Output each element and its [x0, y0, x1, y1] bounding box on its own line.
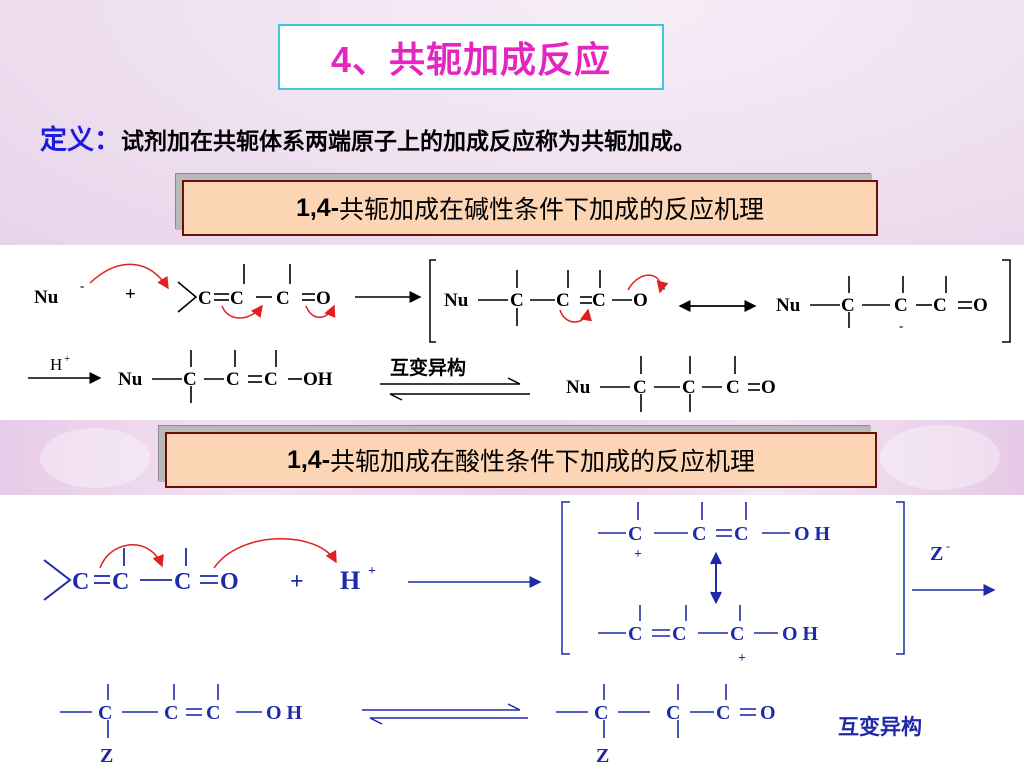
svg-text:-: - — [946, 539, 950, 553]
svg-text:C: C — [628, 523, 642, 545]
svg-text:C: C — [692, 523, 706, 545]
svg-text:C: C — [841, 295, 855, 316]
svg-text:Nu: Nu — [776, 295, 801, 316]
svg-text:C: C — [206, 702, 220, 724]
svg-text:C: C — [933, 295, 947, 316]
svg-text:O H: O H — [794, 523, 831, 545]
svg-text:C: C — [264, 369, 278, 390]
nucleophile-attack-arrow: Z - — [912, 539, 996, 596]
svg-text:C: C — [628, 623, 642, 645]
resonance-arrow — [710, 551, 722, 605]
basic-mechanism-prefix: 1,4- — [295, 193, 340, 222]
svg-text:C: C — [174, 569, 191, 595]
definition-line: 定义：试剂加在共轭体系两端原子上的加成反应称为共轭加成。 — [40, 118, 696, 157]
acid-keto-product: C C C O Z — [556, 684, 776, 767]
acid-enone-reactant: C C C O — [43, 537, 337, 601]
bracket-left — [561, 501, 570, 655]
svg-text:C: C — [98, 702, 112, 724]
svg-text:Z: Z — [930, 543, 943, 565]
svg-text:C: C — [112, 569, 129, 595]
svg-text:O: O — [760, 702, 776, 724]
protonation-arrow: H + — [28, 353, 102, 384]
svg-text:互变异构: 互变异构 — [390, 356, 466, 379]
tautomerism-equilibrium: 互变异构 — [380, 356, 530, 401]
svg-text:C: C — [726, 377, 740, 398]
svg-text:C: C — [672, 623, 686, 645]
bracket-left — [429, 259, 436, 343]
svg-text:O: O — [973, 295, 988, 316]
svg-text:H: H — [50, 355, 62, 374]
bracket-right — [1002, 259, 1011, 343]
plus-sign: + — [290, 569, 304, 595]
electron-push-arrows — [89, 263, 336, 319]
svg-text:+: + — [368, 564, 376, 579]
svg-text:OH: OH — [303, 369, 333, 390]
atom-c: C — [230, 288, 244, 309]
svg-text:+: + — [64, 353, 70, 365]
svg-text:C: C — [716, 702, 730, 724]
svg-text:C: C — [183, 369, 197, 390]
svg-text:C: C — [633, 377, 647, 398]
svg-text:H: H — [340, 566, 360, 595]
svg-text:+: + — [738, 651, 746, 666]
atom-c: C — [198, 288, 212, 309]
svg-text:C: C — [682, 377, 696, 398]
svg-text:+: + — [634, 547, 642, 562]
oxocarbenium-resonance-2: C C C O H + — [598, 605, 819, 666]
enone-reactant — [177, 264, 315, 313]
plus-sign: + — [125, 284, 136, 305]
svg-text:C: C — [510, 290, 524, 311]
acid-tautomerism-arrows — [362, 703, 528, 725]
svg-text:O H: O H — [266, 702, 303, 724]
slide-title: 4、共轭加成反应 — [278, 24, 664, 90]
definition-term: 定义： — [40, 125, 121, 155]
svg-text:C: C — [226, 369, 240, 390]
bracket-right — [896, 501, 905, 655]
acid-mechanism-prefix: 1,4- — [286, 445, 331, 474]
svg-text:O: O — [633, 290, 648, 311]
svg-text:C: C — [730, 623, 744, 645]
svg-text:Nu: Nu — [34, 287, 59, 308]
svg-text:O H: O H — [782, 623, 819, 645]
svg-text:C: C — [594, 702, 608, 724]
svg-text:C: C — [164, 702, 178, 724]
svg-text:C: C — [556, 290, 570, 311]
svg-text:Nu: Nu — [444, 290, 469, 311]
acid-tautomerism-label: 互变异构 — [838, 715, 922, 739]
carbanion-intermediate: Nu C C C O - — [776, 276, 988, 333]
svg-text:C: C — [894, 295, 908, 316]
acid-mechanism-heading: 1,4-共轭加成在酸性条件下加成的反应机理 — [165, 432, 877, 488]
svg-text:C: C — [734, 523, 748, 545]
atom-c: C — [276, 288, 290, 309]
atom-o: O — [316, 288, 331, 309]
oxocarbenium-resonance-1: C C C O H + — [598, 502, 831, 562]
lotus-petal-decoration — [40, 428, 150, 488]
svg-text:-: - — [899, 318, 903, 333]
nucleophile-reactant: Nu - — [34, 278, 84, 308]
svg-text:Z: Z — [596, 745, 609, 767]
svg-text:Nu: Nu — [566, 377, 591, 398]
basic-mechanism-label: 共轭加成在碱性条件下加成的反应机理 — [339, 196, 765, 224]
enol-product: Nu C C C OH — [118, 350, 333, 403]
definition-text: 试剂加在共轭体系两端原子上的加成反应称为共轭加成。 — [121, 128, 696, 154]
svg-text:O: O — [220, 569, 239, 595]
basic-mechanism-heading: 1,4-共轭加成在碱性条件下加成的反应机理 — [182, 180, 878, 236]
acid-enol-product: C C C O H Z — [60, 684, 303, 767]
proton-reagent: H + — [340, 564, 376, 595]
svg-text:C: C — [666, 702, 680, 724]
svg-text:O: O — [761, 377, 776, 398]
svg-text:Z: Z — [100, 745, 113, 767]
svg-text:C: C — [592, 290, 606, 311]
svg-text:C: C — [72, 569, 89, 595]
lotus-petal-decoration — [880, 425, 1000, 490]
svg-text:Nu: Nu — [118, 369, 143, 390]
svg-text:-: - — [80, 278, 84, 293]
acid-mechanism-label: 共轭加成在酸性条件下加成的反应机理 — [330, 448, 756, 476]
enolate-intermediate: Nu C C C O - — [444, 270, 669, 326]
keto-product: Nu C C C O — [566, 356, 776, 412]
